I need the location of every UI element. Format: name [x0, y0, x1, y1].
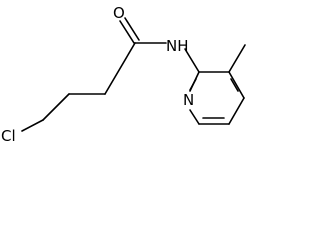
ring-bond-c6-n	[189, 109, 200, 125]
bond-cl-c1	[21, 119, 44, 132]
molecule-canvas: Cl O NH N	[1, 4, 246, 145]
carbonyl-double-bond-a	[119, 20, 135, 44]
oxygen-label: O	[113, 4, 125, 22]
carbonyl-double-bond-b	[124, 17, 140, 41]
bond-c1-c2	[42, 93, 70, 121]
ring-inner-bond-2	[230, 78, 239, 92]
bond-methyl	[228, 44, 246, 73]
ring-bond-c4-c5	[228, 97, 245, 125]
ring-bond-c3-c4	[228, 71, 245, 99]
ring-nitrogen-label: N	[183, 91, 194, 109]
amide-nitrogen-label: NH	[166, 37, 189, 55]
bond-c3-c4	[104, 42, 136, 95]
chlorine-label: Cl	[1, 127, 16, 145]
bond-n-c2ring	[184, 48, 200, 73]
ring-inner-bond-1	[189, 78, 197, 91]
structural-formula: Cl O NH N	[1, 4, 246, 145]
